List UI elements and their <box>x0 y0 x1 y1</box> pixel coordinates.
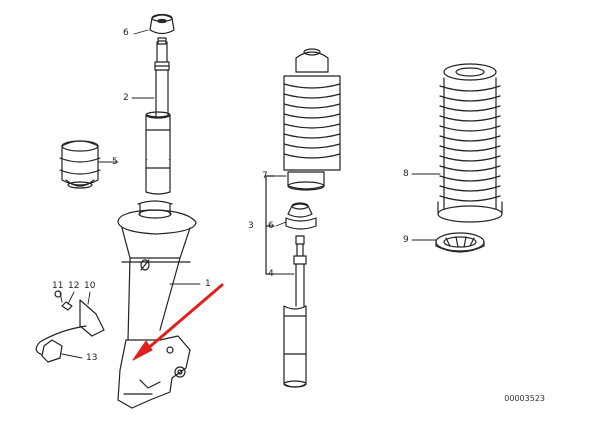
callout-2: 2 <box>123 93 129 103</box>
strut-housing <box>117 200 197 409</box>
protective-tube-left <box>145 111 171 195</box>
ring-9 <box>435 232 485 253</box>
callout-12: 12 <box>68 281 80 291</box>
callout-1: 1 <box>205 279 211 289</box>
shock-absorber-4 <box>283 235 307 388</box>
callout-6-center: 6 <box>268 221 274 231</box>
callout-9: 9 <box>403 235 409 245</box>
callout-7: 7 <box>262 171 268 181</box>
highlight-arrow <box>132 283 224 361</box>
callout-13: 13 <box>86 353 98 363</box>
dust-boot-7 <box>283 48 341 191</box>
sensor-assembly <box>35 290 105 363</box>
callout-11: 11 <box>52 281 64 291</box>
bump-stop-5 <box>59 140 101 189</box>
diagram-number: 00003523 <box>504 394 545 403</box>
callout-8: 8 <box>403 169 409 179</box>
piston-rod-left <box>154 37 170 119</box>
callout-6-top: 6 <box>123 28 129 38</box>
leader-lines <box>59 29 441 359</box>
callout-3: 3 <box>248 221 254 231</box>
boot-8 <box>437 63 503 223</box>
callout-5: 5 <box>112 157 118 167</box>
callout-10: 10 <box>84 281 96 291</box>
support-bearing-top-left <box>149 13 175 35</box>
support-bearing-6b <box>285 202 317 230</box>
callout-4: 4 <box>268 269 274 279</box>
